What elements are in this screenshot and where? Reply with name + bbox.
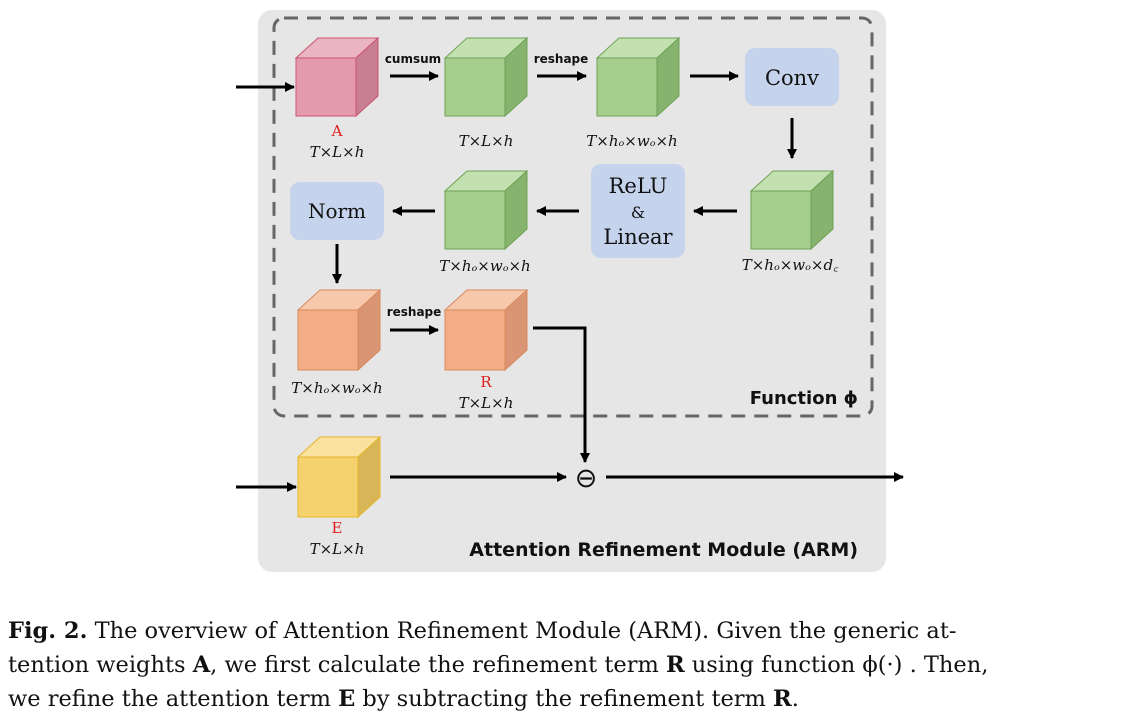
relu-linear-box [591, 164, 685, 258]
cube-reshape-out [595, 36, 681, 118]
caption-term-A: A [192, 652, 211, 678]
caption-text-2a: tention weights [8, 652, 193, 678]
amp-label: & [631, 203, 645, 222]
cube-E [296, 435, 382, 519]
caption-line-1: Fig. 2. The overview of Attention Refine… [8, 614, 1136, 648]
function-box [272, 16, 874, 418]
caption-text-2c: , we first calculate the refinement term [210, 652, 666, 678]
dims-A: T×L×h [310, 143, 365, 161]
caption-fig-label: Fig. 2. [8, 618, 88, 644]
arm-diagram: Conv ReLU & Linear Norm cumsum reshape r… [236, 10, 904, 572]
arrow-R-to-subtract [533, 326, 590, 463]
cube-norm-out [296, 288, 382, 372]
norm-label: Norm [308, 199, 366, 223]
relu-label: ReLU [609, 174, 668, 198]
module-panel [258, 10, 886, 572]
caption-text-1: The overview of Attention Refinement Mod… [87, 618, 957, 644]
caption-term-E: E [338, 686, 356, 712]
letter-R: R [480, 373, 492, 391]
figure-caption: Fig. 2. The overview of Attention Refine… [8, 614, 1136, 716]
reshape2-label: reshape [387, 305, 442, 319]
caption-text-3a: we refine the attention term [8, 686, 339, 712]
cube-cumsum-out [443, 36, 529, 118]
caption-text-2e: using function ϕ(·) . Then, [684, 652, 989, 678]
cube-R [443, 288, 529, 372]
cube-linear-out [443, 169, 529, 251]
caption-term-R-2: R [773, 686, 792, 712]
reshape1-label: reshape [534, 52, 589, 66]
letter-A: A [331, 122, 343, 140]
cumsum-label: cumsum [385, 52, 441, 66]
dims-reshape-out: T×hₒ×wₒ×h [586, 132, 677, 150]
function-label: Function ϕ [750, 388, 858, 409]
caption-term-R: R [665, 652, 685, 678]
dims-norm-out: T×hₒ×wₒ×h [291, 379, 382, 397]
norm-box [290, 182, 384, 240]
conv-box [745, 48, 839, 106]
caption-line-2: tention weights A, we first calculate th… [8, 648, 1136, 682]
dims-R: T×L×h [459, 394, 514, 412]
cube-A [294, 36, 380, 118]
dims-E: T×L×h [310, 540, 365, 558]
cube-conv-out [749, 169, 835, 251]
conv-label: Conv [765, 66, 819, 90]
dims-linear-out: T×hₒ×wₒ×h [439, 257, 530, 275]
letter-E: E [332, 519, 343, 537]
caption-text-3e: . [791, 686, 799, 712]
caption-line-3: we refine the attention term E by subtra… [8, 682, 1136, 716]
caption-text-3c: by subtracting the refinement term [355, 686, 774, 712]
dims-cumsum-out: T×L×h [459, 132, 514, 150]
dims-conv-out: T×hₒ×wₒ×d꜀ [742, 256, 839, 274]
linear-label: Linear [603, 225, 673, 249]
module-title: Attention Refinement Module (ARM) [469, 539, 858, 561]
subtract-symbol: ⊖ [575, 463, 598, 494]
